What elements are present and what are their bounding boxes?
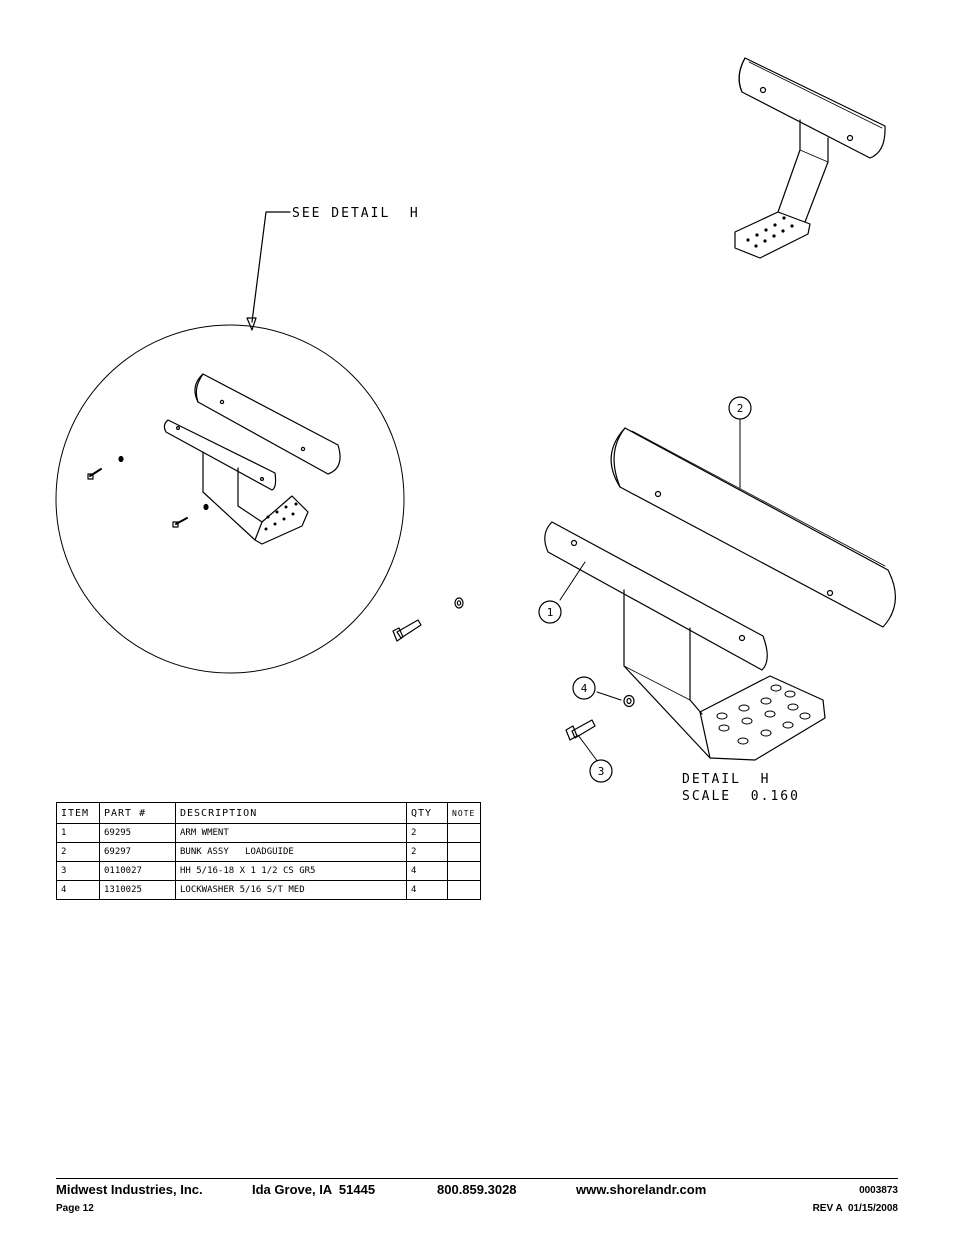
footer-website[interactable]: www.shorelandr.com <box>576 1182 707 1197</box>
cell-part: 1310025 <box>99 880 176 900</box>
cell-part: 69295 <box>99 823 176 843</box>
balloon-leaders <box>559 418 741 763</box>
header-part: PART # <box>99 802 176 824</box>
cell-item: 2 <box>56 842 100 862</box>
cell-description: BUNK ASSY LOADGUIDE <box>175 842 407 862</box>
balloon-1-label: 1 <box>547 606 554 619</box>
footer-phone: 800.859.3028 <box>437 1182 517 1197</box>
header-note: NOTE <box>447 802 481 824</box>
balloon-3-label: 3 <box>598 765 605 778</box>
balloon-2-label: 2 <box>737 402 744 415</box>
exploded-view <box>55 324 405 674</box>
cell-note <box>447 861 481 881</box>
table-row: 2 69297 BUNK ASSY LOADGUIDE 2 <box>56 842 481 862</box>
cell-note <box>447 823 481 843</box>
balloon-2 <box>728 396 752 420</box>
cell-qty: 4 <box>406 861 448 881</box>
detail-h-view <box>544 427 897 761</box>
loose-fasteners <box>392 597 464 642</box>
table-header-row: ITEM PART # DESCRIPTION QTY NOTE <box>56 802 481 824</box>
footer-doc-number: 0003873 <box>859 1185 898 1196</box>
cell-item: 4 <box>56 880 100 900</box>
cell-part: 0110027 <box>99 861 176 881</box>
footer-divider <box>56 1178 898 1179</box>
cell-note <box>447 880 481 900</box>
cell-part: 69297 <box>99 842 176 862</box>
cell-item: 1 <box>56 823 100 843</box>
table-row: 4 1310025 LOCKWASHER 5/16 S/T MED 4 <box>56 880 481 900</box>
see-detail-leader <box>246 211 291 331</box>
table-row: 3 0110027 HH 5/16-18 X 1 1/2 CS GR5 4 <box>56 861 481 881</box>
balloon-4 <box>572 676 596 700</box>
footer-city: Ida Grove, IA 51445 <box>252 1182 376 1197</box>
balloon-3 <box>589 759 613 783</box>
assembled-view <box>734 57 886 259</box>
cell-qty: 2 <box>406 842 448 862</box>
cell-qty: 2 <box>406 823 448 843</box>
footer-company: Midwest Industries, Inc. <box>56 1182 203 1197</box>
table-row: 1 69295 ARM WMENT 2 <box>56 823 481 843</box>
cell-description: LOCKWASHER 5/16 S/T MED <box>175 880 407 900</box>
cell-description: ARM WMENT <box>175 823 407 843</box>
cell-item: 3 <box>56 861 100 881</box>
cell-description: HH 5/16-18 X 1 1/2 CS GR5 <box>175 861 407 881</box>
header-qty: QTY <box>406 802 448 824</box>
detail-scale: SCALE 0.160 <box>682 789 800 804</box>
header-item: ITEM <box>56 802 100 824</box>
cell-qty: 4 <box>406 880 448 900</box>
balloon-4-label: 4 <box>581 682 588 695</box>
footer-revision: REV A 01/15/2008 <box>812 1203 898 1214</box>
see-detail-label: SEE DETAIL H <box>292 206 420 221</box>
parts-table: ITEM PART # DESCRIPTION QTY NOTE 1 69295… <box>56 802 481 900</box>
cell-note <box>447 842 481 862</box>
footer-page-number: Page 12 <box>56 1203 94 1214</box>
detail-title: DETAIL H <box>682 772 770 787</box>
header-description: DESCRIPTION <box>175 802 407 824</box>
balloon-1 <box>538 600 562 624</box>
